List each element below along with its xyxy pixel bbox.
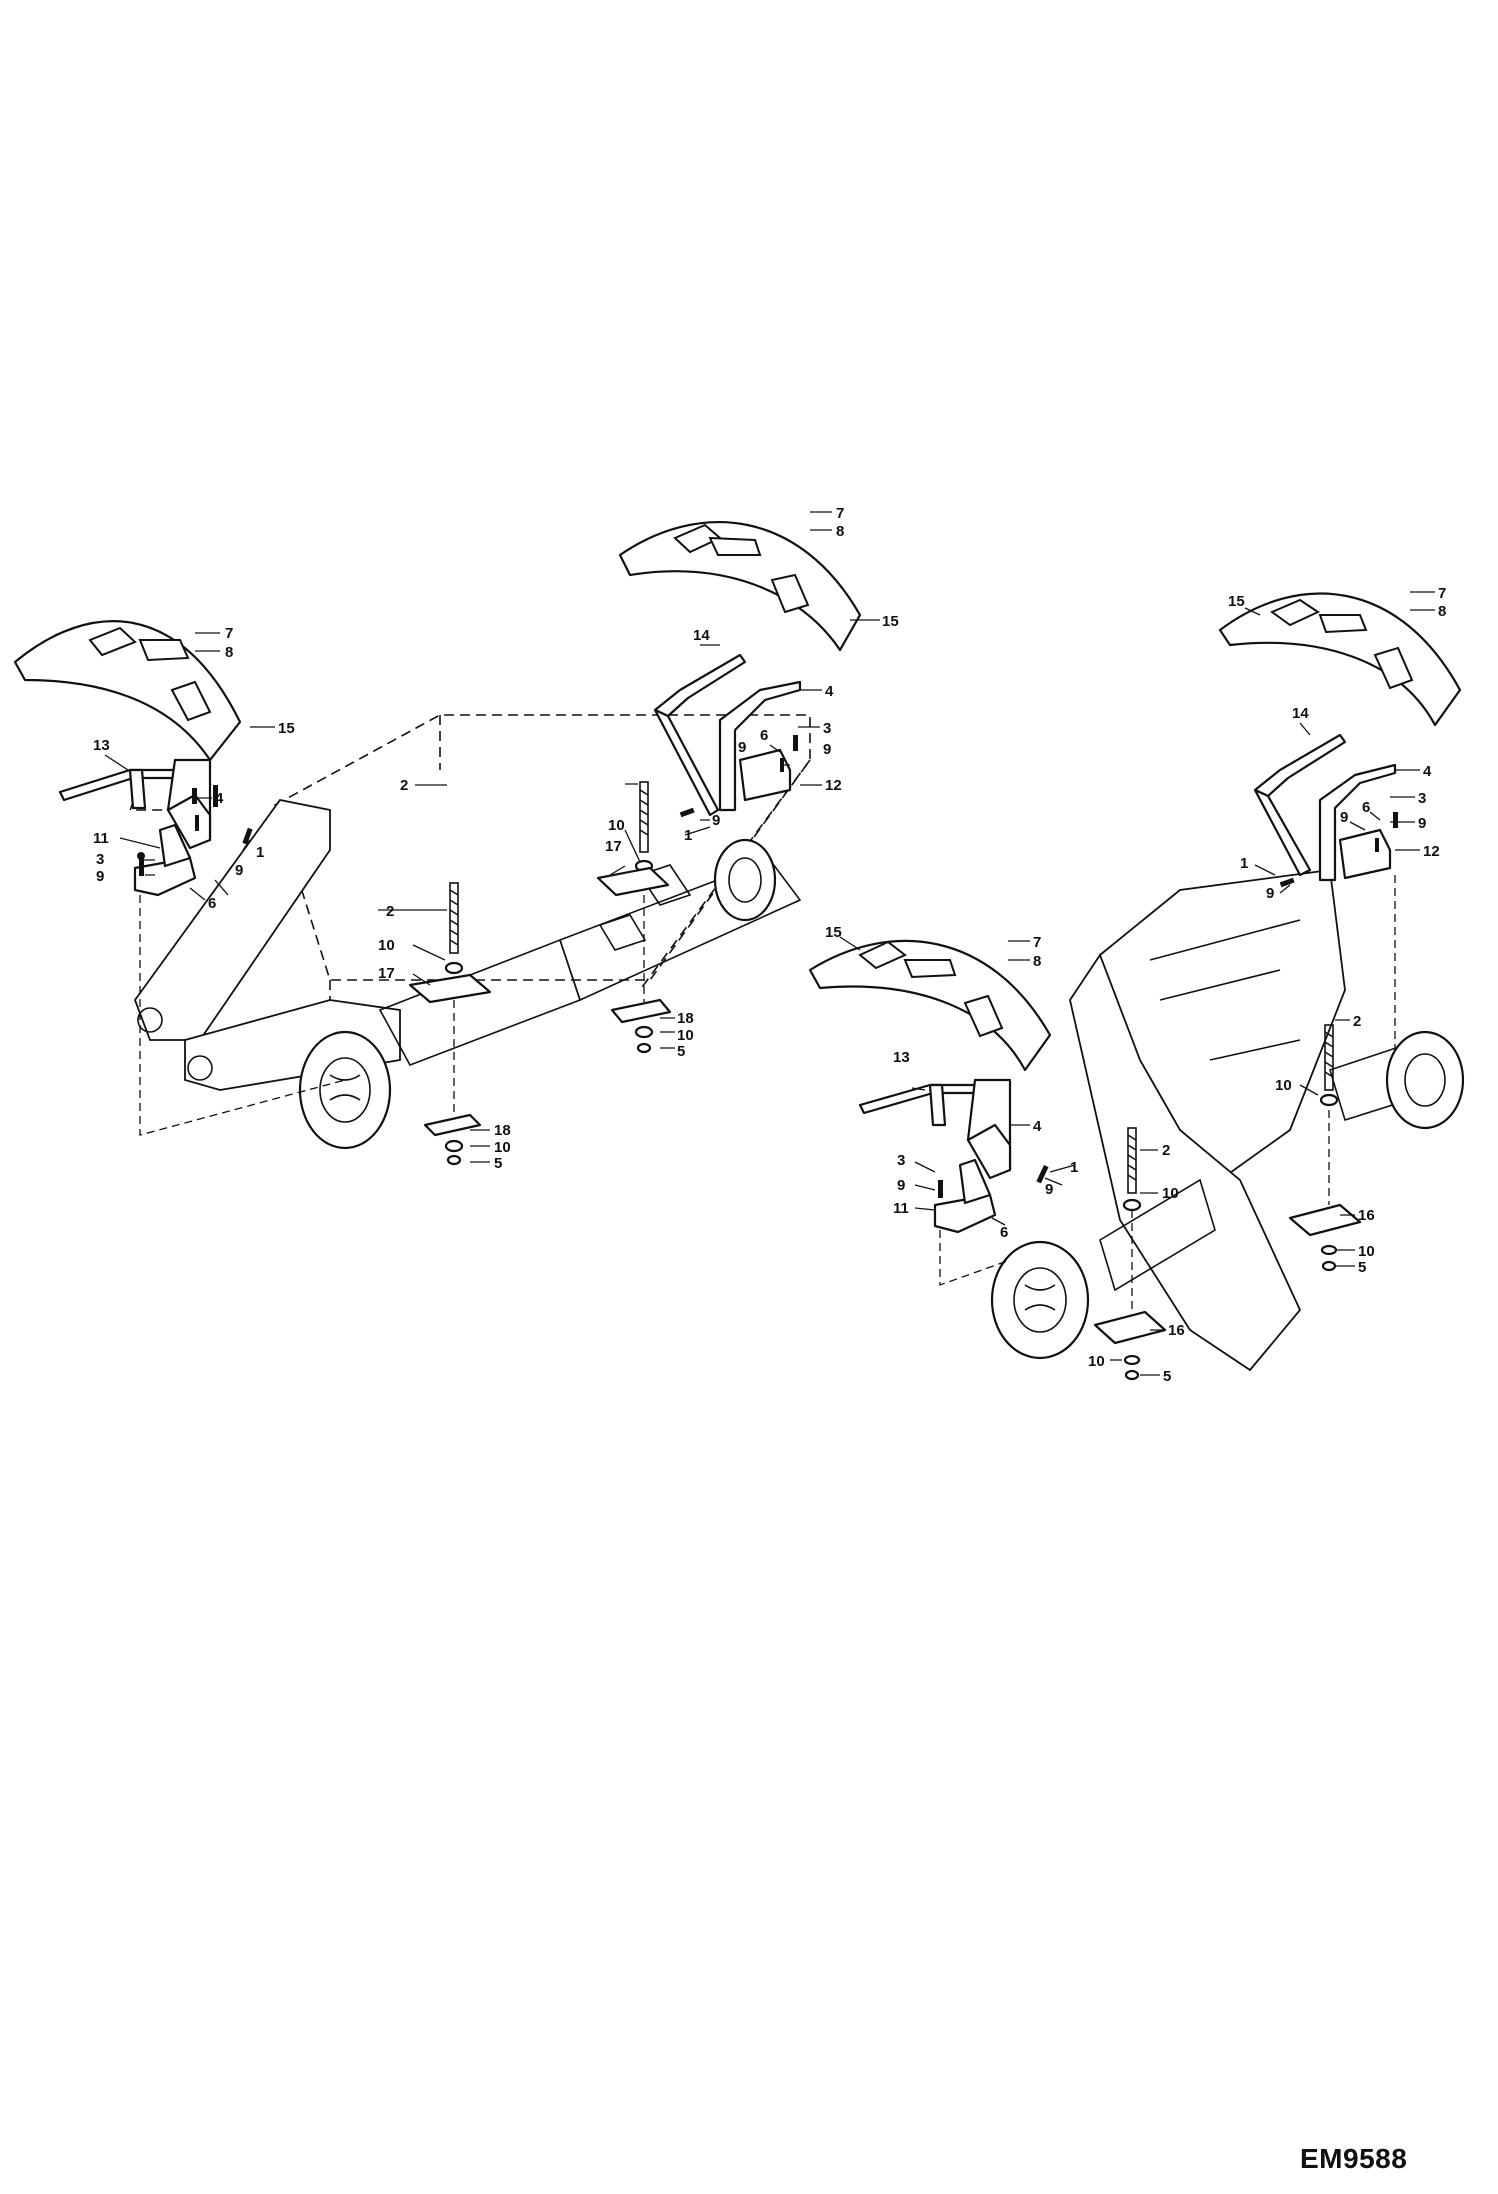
callout-rl-6: 6 <box>1000 1224 1008 1241</box>
callout-l-6: 6 <box>208 895 216 912</box>
callout-c-10a: 10 <box>378 937 395 954</box>
callout-m-9c: 9 <box>712 812 720 829</box>
callout-c-2a: 2 <box>400 777 408 794</box>
callout-r-12: 12 <box>1423 843 1440 860</box>
axle-mount-bolt-column-c <box>1093 1127 1167 1381</box>
rear-axle-right <box>990 1030 1465 1360</box>
chassis-frame-right <box>1069 868 1346 1372</box>
callout-l-11: 11 <box>93 830 109 847</box>
callout-rr-2: 2 <box>1353 1013 1361 1030</box>
callout-m-8: 8 <box>836 523 844 540</box>
callout-m-1: 1 <box>684 827 692 844</box>
callout-r-7: 7 <box>1438 585 1446 602</box>
strap-14-right <box>1253 733 1397 882</box>
callout-r-6: 6 <box>1362 799 1370 816</box>
callout-m-14: 14 <box>693 627 710 644</box>
callout-rr-5: 5 <box>1358 1259 1366 1276</box>
callout-r-1: 1 <box>1240 855 1248 872</box>
fender-left-front <box>13 620 242 762</box>
callout-m-6: 6 <box>760 727 768 744</box>
callout-r-9a: 9 <box>1340 809 1348 826</box>
callout-m-4: 4 <box>825 683 834 700</box>
callout-rl-9a: 9 <box>897 1177 905 1194</box>
callout-m-3: 3 <box>823 720 831 737</box>
axle-mount-bolt-column-b <box>596 781 672 1054</box>
callout-rl-10b: 10 <box>1088 1353 1105 1370</box>
callout-r-15: 15 <box>1228 593 1245 610</box>
callout-l-1: 1 <box>256 844 264 861</box>
callout-rl-15: 15 <box>825 924 842 941</box>
callout-c-5b: 5 <box>677 1043 685 1060</box>
callout-rr-10b: 10 <box>1358 1243 1375 1260</box>
callout-l-13: 13 <box>93 737 110 754</box>
bracket-plate-4b <box>718 680 802 812</box>
front-axle-left <box>298 838 802 1150</box>
support-bar-13 <box>58 768 177 810</box>
callout-rl-7: 7 <box>1033 934 1041 951</box>
callout-rr-16: 16 <box>1358 1207 1375 1224</box>
callout-c-5a: 5 <box>494 1155 502 1172</box>
strap-14 <box>653 653 747 817</box>
callout-l-9a: 9 <box>96 868 104 885</box>
callout-rl-5a: 5 <box>1163 1368 1171 1385</box>
right-assembly <box>808 592 1465 1381</box>
alignment-line-right-b <box>939 1230 1011 1286</box>
left-assembly <box>13 520 862 1166</box>
callout-l-7: 7 <box>225 625 233 642</box>
callout-rl-1: 1 <box>1070 1159 1078 1176</box>
axle-mount-bolt-column-d <box>1288 1024 1362 1272</box>
callout-l-15: 15 <box>278 720 295 737</box>
callout-m-9a: 9 <box>738 739 746 756</box>
callout-rl-2: 2 <box>1162 1142 1170 1159</box>
support-bar-13-right <box>858 1078 1012 1180</box>
callout-c-18b: 18 <box>677 1010 694 1027</box>
bolts-left <box>137 785 253 876</box>
callout-r-9b: 9 <box>1418 815 1426 832</box>
fender-left-rear <box>618 520 862 652</box>
callout-c-17a: 17 <box>378 965 395 982</box>
callout-m-7: 7 <box>836 505 844 522</box>
mounting-bracket-12-right <box>1279 812 1398 888</box>
callout-l-4: 4 <box>215 790 224 807</box>
mounting-bracket-11 <box>133 823 197 897</box>
callout-m-9b: 9 <box>823 741 831 758</box>
mounting-bracket-12 <box>679 735 798 818</box>
callout-r-4: 4 <box>1423 763 1432 780</box>
callouts: 7 8 15 13 4 11 3 9 9 1 6 2 10 17 2 10 17… <box>93 505 1446 1385</box>
callout-r-9c: 9 <box>1266 885 1274 902</box>
callout-c-10c: 10 <box>494 1139 511 1156</box>
callout-r-8: 8 <box>1438 603 1446 620</box>
callout-rl-3: 3 <box>897 1152 905 1169</box>
callout-l-3: 3 <box>96 851 104 868</box>
callout-r-14: 14 <box>1292 705 1309 722</box>
callout-rl-16a: 16 <box>1168 1322 1185 1339</box>
callout-rr-10: 10 <box>1275 1077 1292 1094</box>
callout-m-12: 12 <box>825 777 842 794</box>
fender-right-rear <box>1218 592 1462 727</box>
callout-l-9b: 9 <box>235 862 243 879</box>
chassis-frame-left <box>129 714 811 1091</box>
axle-mount-bolt-column-a <box>408 882 492 1166</box>
fender-right-front <box>808 939 1052 1072</box>
alignment-line-left <box>139 895 346 1136</box>
callout-c-18a: 18 <box>494 1122 511 1139</box>
callout-rl-11: 11 <box>893 1200 909 1217</box>
mounting-bracket-11-right <box>933 1158 1049 1234</box>
callout-c-10b: 10 <box>608 817 625 834</box>
callout-rl-13: 13 <box>893 1049 910 1066</box>
callout-c-17b: 17 <box>605 838 622 855</box>
bracket-plate-4 <box>166 758 212 850</box>
callout-l-8: 8 <box>225 644 233 661</box>
callout-c-2b: 2 <box>386 903 394 920</box>
callout-m-15: 15 <box>882 613 899 630</box>
callout-rl-8: 8 <box>1033 953 1041 970</box>
callout-rl-10a: 10 <box>1162 1185 1179 1202</box>
callout-rl-9b: 9 <box>1045 1181 1053 1198</box>
drawing-code: EM9588 <box>1300 2143 1408 2174</box>
callout-rl-4: 4 <box>1033 1118 1042 1135</box>
callout-c-10d: 10 <box>677 1027 694 1044</box>
callout-r-3: 3 <box>1418 790 1426 807</box>
